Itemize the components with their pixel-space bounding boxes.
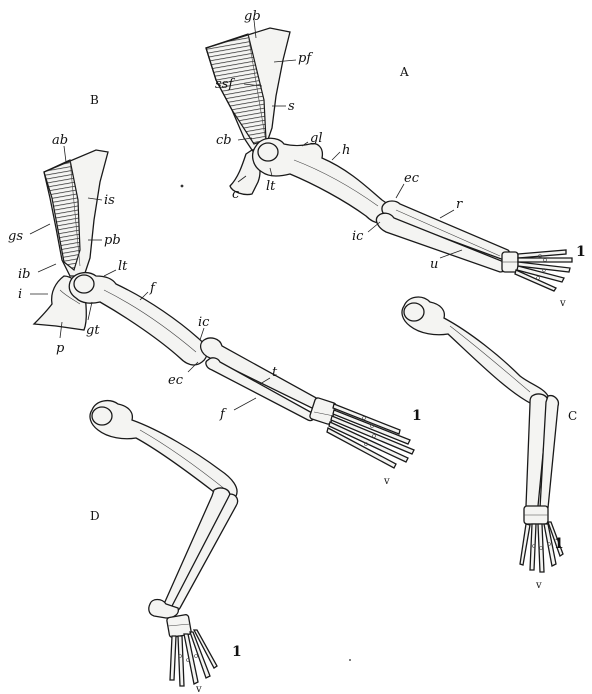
- label-a-s: s: [288, 99, 295, 114]
- stray-dot: [181, 185, 184, 188]
- label-b-ib: ib: [18, 267, 30, 282]
- panel-a-forelimb: gb pf ssf s cb gl h c lt ec r ic u 1 v A: [206, 9, 586, 309]
- label-b-i: i: [18, 287, 22, 302]
- label-a-u: u: [430, 257, 438, 272]
- label-a-ec: ec: [404, 171, 420, 186]
- label-b-is: is: [104, 193, 115, 208]
- label-b-pb: pb: [104, 233, 121, 248]
- label-b-f-femur: f: [149, 281, 157, 296]
- digit-c-first: 1: [554, 536, 564, 552]
- digit-d-fifth: v: [195, 684, 202, 694]
- panel-b-hindlimb: ab is gs pb ib lt f i gt p ic ec t f 1 v…: [8, 93, 422, 487]
- a-hand: [502, 250, 572, 291]
- label-a-cb: cb: [216, 133, 232, 148]
- label-b-ec: ec: [168, 373, 184, 388]
- label-b-t: t: [272, 365, 278, 380]
- label-b-p: p: [56, 341, 65, 356]
- label-a-pf: pf: [298, 51, 313, 66]
- digit-a-fifth: v: [559, 298, 566, 309]
- label-a-gl: gl: [310, 131, 322, 146]
- label-a-h: h: [342, 143, 350, 158]
- label-a-ssf: ssf: [215, 77, 235, 92]
- label-b-ic: ic: [198, 315, 210, 330]
- label-a-c: c: [232, 187, 240, 202]
- label-a-gb: gb: [244, 9, 261, 24]
- digit-c-fifth: v: [535, 580, 542, 591]
- d-foot: [166, 614, 217, 686]
- panel-c-limb: 1 v C: [402, 297, 578, 591]
- panel-c-letter: C: [568, 409, 578, 423]
- panel-b-letter: B: [90, 93, 100, 107]
- label-b-f-fibula: f: [219, 407, 227, 422]
- digit-b-fifth: v: [383, 476, 390, 487]
- b-foot: [309, 397, 414, 468]
- d-lower-bone-1: [164, 488, 230, 609]
- label-a-ic: ic: [352, 229, 364, 244]
- digit-d-first: 1: [232, 644, 242, 660]
- panel-d-letter: D: [90, 509, 101, 523]
- panel-d-limb: 1 v D: [90, 401, 242, 694]
- label-a-lt: lt: [266, 179, 276, 194]
- label-b-gt: gt: [86, 323, 100, 338]
- label-b-gs: gs: [8, 229, 23, 244]
- digit-a-first: 1: [576, 244, 586, 260]
- digit-b-first: 1: [412, 408, 422, 424]
- label-a-r: r: [456, 197, 463, 212]
- label-b-lt: lt: [118, 259, 128, 274]
- panel-a-letter: A: [399, 65, 410, 79]
- stray-dot: [349, 659, 351, 661]
- label-b-ab: ab: [52, 133, 68, 148]
